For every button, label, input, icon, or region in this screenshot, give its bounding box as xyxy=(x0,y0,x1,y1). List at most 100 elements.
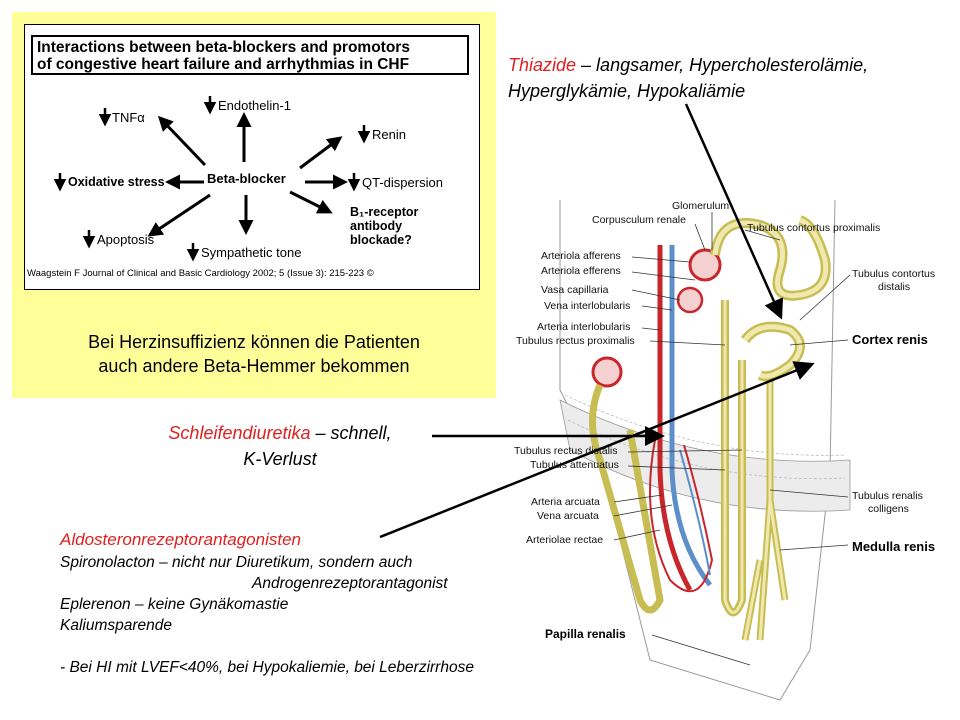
thiazide-line-2: Hyperglykämie, Hypokaliämie xyxy=(508,81,746,101)
tub-dist-line-2: distalis xyxy=(878,281,911,293)
leader-vena-inter xyxy=(641,305,673,311)
leader-art-arc xyxy=(613,494,663,503)
vasa-recta-loop xyxy=(649,439,714,593)
label-papilla-renalis: Papilla renalis xyxy=(545,627,626,641)
label-tubulus-attenuatus: Tubulus attenuatus xyxy=(530,459,619,471)
left-nephron-tubule xyxy=(589,383,664,614)
aldo-arrow xyxy=(379,361,815,539)
figure-title-line-1: Interactions between beta-blockers and p… xyxy=(37,39,410,56)
thiazide-note: Thiazide – langsamer, Hypercholesteroläm… xyxy=(508,52,958,104)
aldosteron-note: Aldosteronrezeptorantagonisten Spironola… xyxy=(60,528,580,678)
figure-citation: Waagstein F Journal of Clinical and Basi… xyxy=(27,268,374,279)
label-vena-interlobularis: Vena interlobularis xyxy=(544,300,631,312)
leader-vena-arc xyxy=(613,504,673,517)
label-b1-receptor: B₁-receptor antibody blockade? xyxy=(350,205,418,247)
leader-art-inter xyxy=(641,327,661,331)
label-arteria-interlobularis: Arteria interlobularis xyxy=(537,321,631,333)
thiazide-line-1: Thiazide – langsamer, Hypercholesteroläm… xyxy=(508,52,958,78)
leader-medulla xyxy=(779,544,849,551)
schleifendiuretika-note: Schleifendiuretika – schnell, K-Verlust xyxy=(130,420,430,472)
label-sympathetic-tone: Sympathetic tone xyxy=(201,245,302,260)
leader-corpusculum xyxy=(694,223,706,251)
yellow-caption-line-1: Bei Herzinsuffizienz können die Patiente… xyxy=(88,332,420,352)
distal-tubule-inner xyxy=(743,324,803,379)
arrow-to-apoptosis xyxy=(147,193,211,237)
leader-cortex xyxy=(789,339,849,346)
leader-art-eff xyxy=(631,271,696,281)
yellow-caption-line-2: auch andere Beta-Hemmer bekommen xyxy=(98,356,410,376)
leader-tub-atten xyxy=(627,465,726,471)
figure-title: Interactions between beta-blockers and p… xyxy=(31,35,469,75)
label-qt-dispersion: QT-dispersion xyxy=(362,175,443,190)
vein-vessel xyxy=(669,245,712,587)
center-label-beta-blocker: Beta-blocker xyxy=(207,171,286,186)
loop-of-henle-inner xyxy=(723,300,744,614)
leader-papilla xyxy=(651,634,751,666)
b1-line-3: blockade? xyxy=(350,233,412,247)
beta-blocker-figure xyxy=(24,24,480,290)
tub-coll-line-2: colligens xyxy=(868,503,909,515)
schleifen-name: Schleifendiuretika xyxy=(168,423,311,443)
label-tubulus-rectus-proximalis: Tubulus rectus proximalis xyxy=(516,335,635,347)
leader-tub-rect-dist xyxy=(627,449,743,453)
b1-line-2: antibody xyxy=(350,219,403,233)
leader-tub-rect-prox xyxy=(649,340,726,346)
b1-line-1: B₁-receptor xyxy=(350,205,419,219)
leader-tubulus-prox xyxy=(744,229,781,241)
aldo-line-4: Kaliumsparende xyxy=(60,617,173,634)
label-vena-arcuata: Vena arcuata xyxy=(537,510,599,522)
aldo-line-5: - Bei HI mit LVEF<40%, bei Hypokaliemie,… xyxy=(60,659,474,676)
aldo-line-2: Androgenrezeptorantagonist xyxy=(252,575,448,592)
proximal-tubule-inner xyxy=(712,217,829,299)
pointer-arrows xyxy=(379,103,815,539)
leader-art-rectae xyxy=(613,529,661,541)
label-tubulus-renalis-colligens: Tubulus renalis colligens xyxy=(852,490,923,516)
aldo-line-3: Eplerenon – keine Gynäkomastie xyxy=(60,596,289,613)
label-tnf-alpha: TNFα xyxy=(112,110,145,125)
leader-art-aff xyxy=(631,256,691,263)
label-oxidative-stress: Oxidative stress xyxy=(68,175,165,189)
artery-vessel xyxy=(657,245,693,592)
label-arteria-arcuata: Arteria arcuata xyxy=(531,496,600,508)
label-tubulus-contortus-distalis: Tubulus contortus distalis xyxy=(852,268,935,294)
leader-lines xyxy=(613,212,851,666)
thiazide-name: Thiazide xyxy=(508,55,577,75)
arrow-to-b1 xyxy=(289,190,333,214)
label-renin: Renin xyxy=(372,127,406,142)
leader-vasa xyxy=(631,289,681,301)
label-apoptosis: Apoptosis xyxy=(97,232,155,247)
label-arteriola-afferens: Arteriola afferens xyxy=(541,250,621,262)
thiazide-arrow xyxy=(684,103,784,320)
glomerulus-left xyxy=(591,356,623,388)
schleifen-line-1: Schleifendiuretika – schnell, xyxy=(130,420,430,446)
nephron-diagram xyxy=(559,199,851,701)
schleifen-rest: – schnell, xyxy=(310,423,392,443)
label-cortex-renis: Cortex renis xyxy=(852,332,928,347)
label-arteriolae-rectae: Arteriolae rectae xyxy=(526,534,604,546)
glomerulus-mid xyxy=(676,286,704,314)
tub-coll-line-1: Tubulus renalis xyxy=(852,490,923,502)
label-glomerulum: Glomerulum xyxy=(672,200,730,212)
label-endothelin: Endothelin-1 xyxy=(218,98,291,113)
figure-arrows xyxy=(147,112,348,237)
label-tubulus-contortus-proximalis: Tubulus contortus proximalis xyxy=(747,222,881,234)
label-corpusculum-renale: Corpusculum renale xyxy=(592,214,686,226)
arrow-to-renin xyxy=(299,136,343,170)
label-medulla-renis: Medulla renis xyxy=(852,539,936,554)
schleifen-line-2: K-Verlust xyxy=(243,449,317,469)
figure-title-line-2: of congestive heart failure and arrhythm… xyxy=(37,56,410,73)
label-arteriola-efferens: Arteriola efferens xyxy=(541,265,621,277)
aldo-line-1: Spironolacton – nicht nur Diuretikum, so… xyxy=(60,554,413,571)
arrow-to-tnf xyxy=(157,115,207,167)
label-vasa-capillaria: Vasa capillaria xyxy=(541,284,609,296)
collecting-duct-inner xyxy=(743,380,787,641)
thiazide-rest: – langsamer, Hypercholesterolämie, xyxy=(576,55,869,75)
leader-tubulus-dist xyxy=(799,274,851,321)
tub-dist-line-1: Tubulus contortus xyxy=(852,268,936,280)
yellow-caption: Bei Herzinsuffizienz können die Patiente… xyxy=(20,330,488,378)
decrease-markers xyxy=(53,96,371,262)
vasa-recta-loop-2 xyxy=(679,449,711,576)
aldo-title: Aldosteronrezeptorantagonisten xyxy=(60,530,301,549)
leader-tub-coll xyxy=(769,489,849,498)
